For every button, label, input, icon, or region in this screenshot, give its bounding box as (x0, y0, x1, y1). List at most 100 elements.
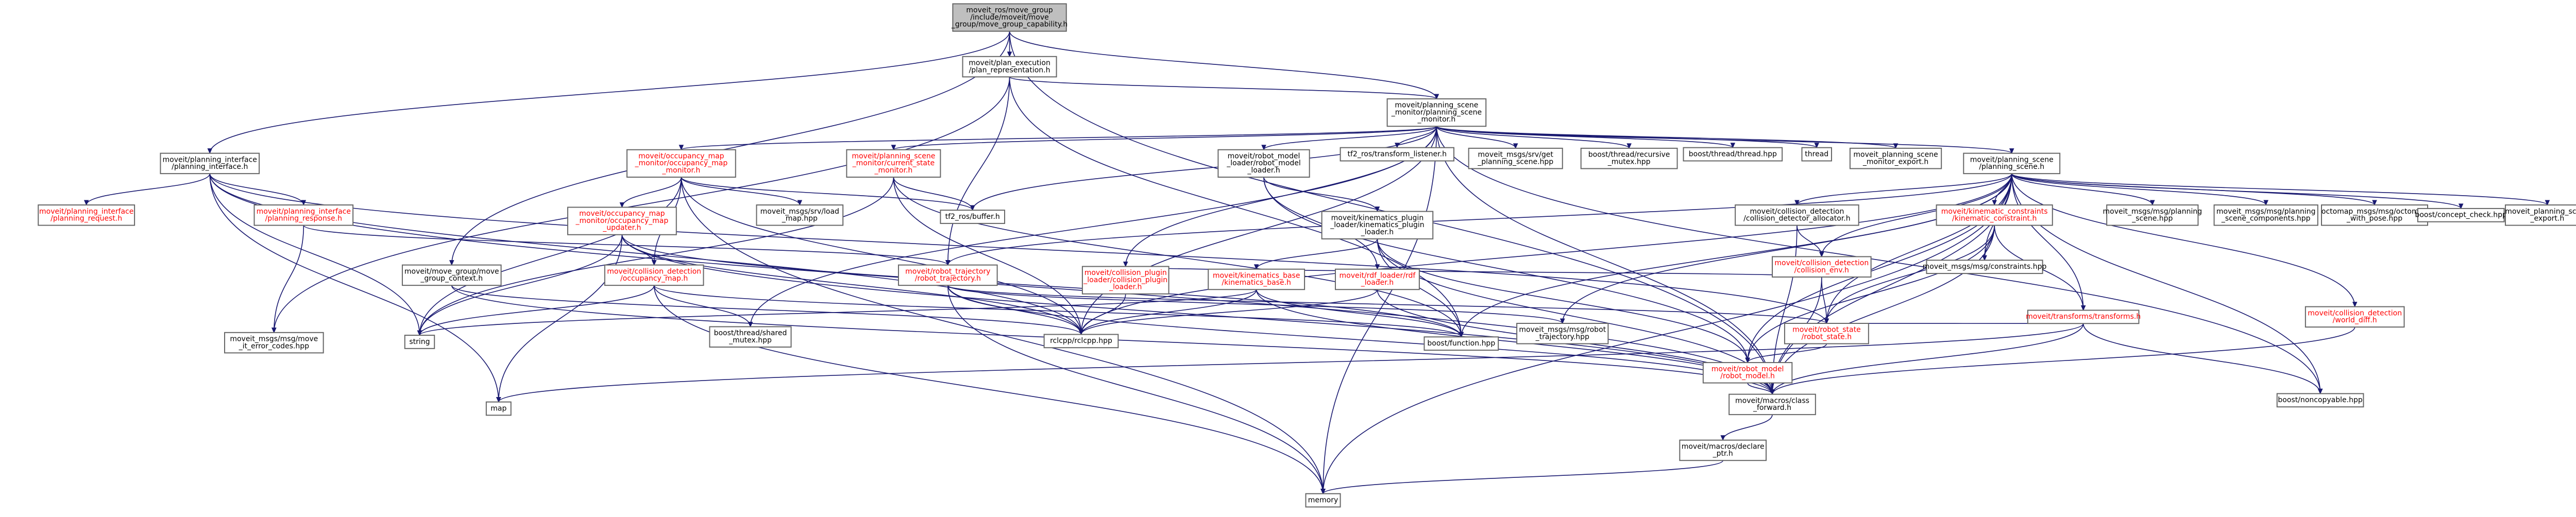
arrowhead-ps-to-msg_psc (2263, 200, 2268, 206)
node-label-line: /plan_representation.h (969, 66, 1050, 74)
edge-psm-to-get_ps (1436, 126, 1516, 149)
edge-ps-to-boost_function (1461, 174, 2012, 337)
node-error_codes[interactable]: moveit_msgs/msg/move_it_error_codes.hpp (224, 332, 324, 354)
edge-psm-to-om (681, 126, 1437, 150)
node-label-line: moveit_msgs/msg/planning (2216, 208, 2316, 216)
node-shared_mutex[interactable]: boost/thread/shared_mutex.hpp (709, 326, 792, 348)
node-thread_hpp[interactable]: boost/thread/thread.hpp (1683, 147, 1783, 162)
arrowhead-psm-to-psm_export (1893, 143, 1899, 149)
edge-rt-to-msg_rt (947, 285, 1563, 324)
node-rml[interactable]: moveit/robot_model_loader/robot_model_lo… (1217, 149, 1310, 178)
node-pi[interactable]: moveit/planning_interface/planning_inter… (160, 152, 260, 175)
node-label-line: moveit/move_group/move (404, 267, 499, 275)
node-box-noncopyable (2276, 393, 2364, 408)
arrowhead-ps-to-msg_ps (2150, 200, 2155, 206)
arrowhead-kpl-to-kb (1253, 264, 1259, 270)
node-ps[interactable]: moveit/planning_scene/planning_scene.h (1963, 152, 2061, 175)
node-cd_env[interactable]: moveit/collision_detection/collision_env… (1771, 256, 1872, 278)
node-transforms[interactable]: moveit/transforms/transforms.h (2026, 309, 2141, 324)
node-pi_req[interactable]: moveit/planning_interface/planning_reque… (38, 204, 135, 226)
node-box-shared_mutex (709, 326, 792, 348)
node-kpl[interactable]: moveit/kinematics_plugin_loader/kinemati… (1321, 211, 1434, 239)
edge-declare_ptr-to-memory (1323, 460, 1723, 494)
node-msg_ps[interactable]: moveit_msgs/msg/planning_scene.hpp (2103, 204, 2202, 226)
node-boost_function[interactable]: boost/function.hpp (1423, 336, 1499, 351)
arrowhead-psm-to-om (679, 145, 684, 150)
node-label-line: moveit/occupancy_map (579, 210, 665, 218)
node-ps_export[interactable]: moveit_planning_scene_export.h (2504, 204, 2576, 226)
node-label-line: octomap_msgs/msg/octomap (2321, 208, 2428, 216)
node-label-line: _loader/kinematics_plugin (1330, 221, 1424, 229)
node-label-line: /robot_trajectory.h (915, 274, 981, 283)
node-string[interactable]: string (404, 335, 435, 349)
node-memory[interactable]: memory (1305, 493, 1341, 508)
edge-plan_exec-to-error_codes (274, 77, 1010, 333)
node-label-line: moveit/planning_interface (39, 208, 133, 216)
arrowhead-pi_resp-to-rt (945, 260, 951, 266)
node-map[interactable]: map (485, 401, 512, 416)
node-psm[interactable]: moveit/planning_scene_monitor/planning_s… (1386, 98, 1487, 127)
node-omu[interactable]: moveit/occupancy_map_monitor/occupancy_m… (567, 206, 677, 235)
node-declare_ptr[interactable]: moveit/macros/declare_ptr.h (1679, 439, 1767, 461)
node-rec_mutex[interactable]: boost/thread/recursive_mutex.hpp (1580, 147, 1678, 169)
node-label-line: moveit/robot_trajectory (905, 267, 990, 275)
node-box-pi_req (38, 204, 135, 226)
node-mgc[interactable]: moveit/move_group/move_group_context.h (401, 264, 502, 286)
node-kc[interactable]: moveit/kinematic_constraints/kinematic_c… (1936, 204, 2053, 226)
node-noncopyable[interactable]: boost/noncopyable.hpp (2276, 393, 2364, 408)
node-cpl[interactable]: moveit/collision_plugin_loader/collision… (1081, 266, 1170, 295)
node-octomap_pose[interactable]: octomap_msgs/msg/octomap_with_pose.hpp (2321, 204, 2429, 226)
node-get_ps[interactable]: moveit_msgs/srv/get_planning_scene.hpp (1468, 147, 1563, 169)
node-label-line: _loader.h (1247, 166, 1280, 175)
arrowhead-transforms-to-map (496, 397, 501, 403)
node-cd_alloc[interactable]: moveit/collision_detection/collision_det… (1735, 204, 1859, 226)
node-msg_psc[interactable]: moveit_msgs/msg/planning_scene_component… (2213, 204, 2318, 226)
node-plan_exec[interactable]: moveit/plan_execution/plan_representatio… (962, 56, 1057, 78)
node-label-line: /occupancy_map.h (620, 274, 688, 283)
node-om[interactable]: moveit/occupancy_map_monitor/occupancy_m… (626, 149, 736, 178)
edge-root-to-psm (1009, 31, 1437, 99)
node-box-rec_mutex (1580, 147, 1678, 169)
node-label-line: _group_context.h (420, 274, 483, 283)
node-kb[interactable]: moveit/kinematics_base/kinematics_base.h (1208, 268, 1306, 290)
edge-rdf-to-rclcpp (1080, 289, 1378, 335)
node-rclcpp[interactable]: rclcpp/rclcpp.hpp (1043, 334, 1119, 349)
edge-pi-to-pi_resp (209, 173, 304, 205)
node-box-msg_psc (2213, 204, 2318, 226)
node-label-line: /collision_detector_allocator.h (1743, 215, 1850, 223)
node-label-line: _monitor.h (874, 166, 912, 175)
node-rdf[interactable]: moveit/rdf_loader/rdf_loader.h (1334, 268, 1420, 290)
node-class_fwd[interactable]: moveit/macros/class_forward.h (1728, 393, 1816, 416)
node-label-line: /planning_scene.h (1979, 163, 2044, 171)
node-label-line: _loader.h (1361, 279, 1394, 287)
edge-ps-to-memory (1323, 174, 2012, 494)
edges-layer (83, 31, 2550, 494)
edge-psm-to-rclcpp (1080, 126, 1437, 335)
node-msg_constraints[interactable]: moveit_msgs/msg/constraints.hpp (1923, 260, 2047, 274)
node-thread[interactable]: thread (1801, 147, 1832, 162)
node-concept_check[interactable]: boost/concept_check.hpp (2415, 208, 2507, 222)
node-label-line: moveit/collision_detection (607, 267, 701, 275)
node-tf2_buffer[interactable]: tf2_ros/buffer.h (940, 210, 1005, 224)
node-tf2_listener[interactable]: tf2_ros/transform_listener.h (1340, 147, 1454, 162)
edge-csm-to-tf2_buffer (893, 177, 973, 211)
edge-om-to-memory (681, 177, 1324, 494)
node-psm_export[interactable]: moveit_planning_scene_monitor_export.h (1849, 147, 1942, 169)
node-box-declare_ptr (1679, 439, 1767, 461)
node-cd_om[interactable]: moveit/collision_detection/occupancy_map… (604, 264, 704, 286)
node-csm[interactable]: moveit/planning_scene_monitor/current_st… (846, 149, 941, 178)
node-rs[interactable]: moveit/robot_state/robot_state.h (1784, 322, 1869, 344)
node-msg_rt[interactable]: moveit_msgs/msg/robot_trajectory.hpp (1516, 322, 1609, 344)
node-cd_wd[interactable]: moveit/collision_detection/world_diff.h (2304, 306, 2405, 328)
edge-om-to-omu (621, 177, 682, 208)
node-srv_load_map[interactable]: moveit_msgs/srv/load_map.hpp (756, 204, 844, 226)
node-box-thread (1801, 147, 1832, 162)
edge-omu-to-map (498, 234, 623, 402)
node-pi_resp[interactable]: moveit/planning_interface/planning_respo… (253, 204, 354, 226)
node-rt[interactable]: moveit/robot_trajectory/robot_trajectory… (897, 264, 998, 286)
node-rm[interactable]: moveit/robot_model/robot_model.h (1702, 362, 1793, 384)
node-label-line: moveit_planning_scene (2505, 208, 2576, 216)
node-box-error_codes (224, 332, 324, 354)
node-box-om (626, 149, 736, 178)
node-label-line: rclcpp/rclcpp.hpp (1050, 337, 1112, 345)
